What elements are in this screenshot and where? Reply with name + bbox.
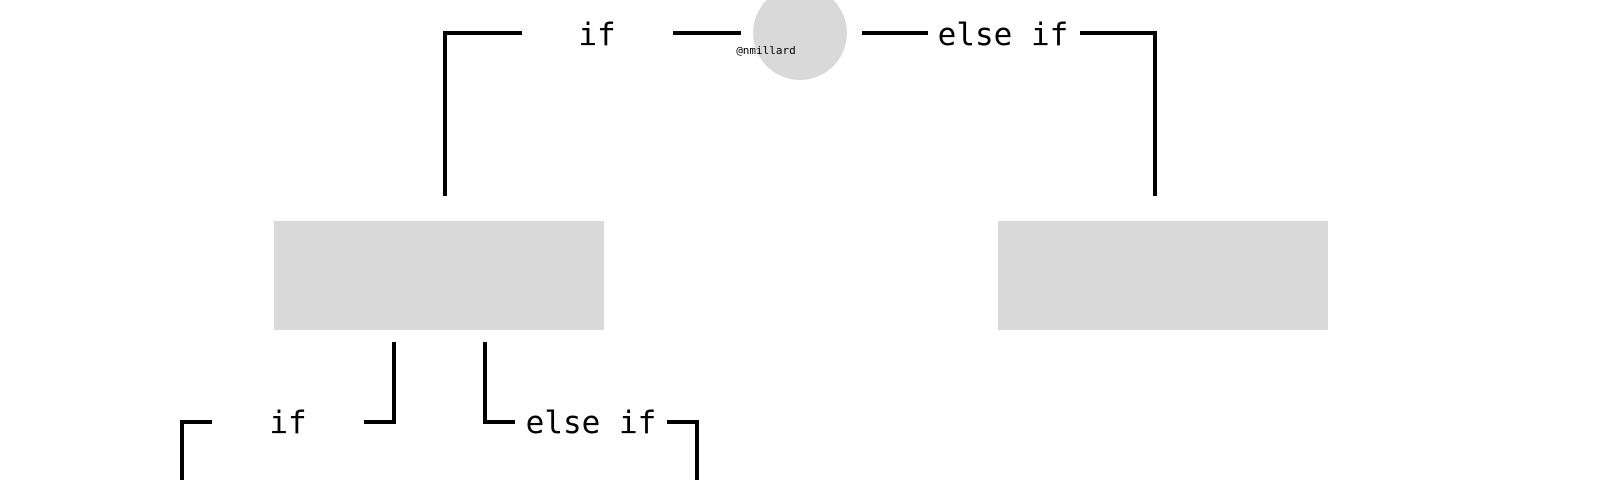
root-node [753,0,847,80]
top-else-if-label: else if [938,17,1069,53]
sub-if-label: if [269,405,306,441]
sub-else-if-connector-left [483,342,515,424]
top-else-if-connector-right [1080,31,1157,196]
sub-else-if-label: else if [526,405,657,441]
right-child-node [998,221,1328,330]
top-if-label: if [578,17,615,53]
author-handle: @nmillard [736,44,796,57]
left-child-node [274,221,604,330]
sub-if-connector-right [364,342,396,424]
sub-else-if-connector-right [667,420,699,480]
top-if-connector-left [443,31,522,196]
sub-if-connector-left [180,420,212,480]
